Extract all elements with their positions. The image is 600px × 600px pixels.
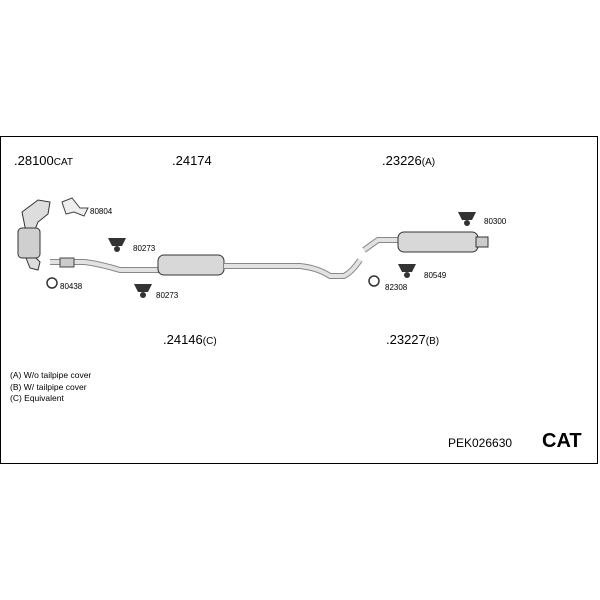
- part-80273-upper: 80273: [133, 244, 156, 253]
- part-28100: .28100CAT: [14, 153, 74, 168]
- part-80273-lower: 80273: [156, 291, 179, 300]
- middle-pipe-icon: [224, 258, 363, 279]
- legend-item-a: (A) W/o tailpipe cover: [10, 370, 92, 380]
- diagram-frame: [0, 136, 598, 464]
- kit-code: PEK026630: [448, 436, 513, 450]
- catalytic-converter-icon: [17, 199, 51, 271]
- part-82308: 82308: [385, 283, 408, 292]
- part-23227: .23227(B): [386, 332, 440, 347]
- rear-silencer-icon: [362, 231, 489, 253]
- part-24146: .24146(C): [163, 332, 217, 347]
- legend: (A) W/o tailpipe cover (B) W/ tailpipe c…: [10, 370, 91, 405]
- part-24174: .24174: [172, 153, 212, 168]
- part-80549: 80549: [424, 271, 447, 280]
- clamp-icon: [46, 275, 380, 289]
- gasket-80804-icon: [61, 197, 89, 217]
- rubber-hanger-icon: [108, 212, 476, 298]
- middle-silencer-icon: [157, 254, 225, 276]
- cat-label: CAT: [542, 430, 582, 452]
- part-80300: 80300: [484, 217, 507, 226]
- part-80804: 80804: [90, 207, 113, 216]
- legend-item-b: (B) W/ tailpipe cover: [10, 381, 87, 392]
- legend-item-c: (C) Equivalent: [10, 393, 64, 403]
- front-pipe-icon: [50, 257, 160, 273]
- part-23226: .23226(A): [382, 153, 436, 168]
- part-80438: 80438: [60, 282, 83, 291]
